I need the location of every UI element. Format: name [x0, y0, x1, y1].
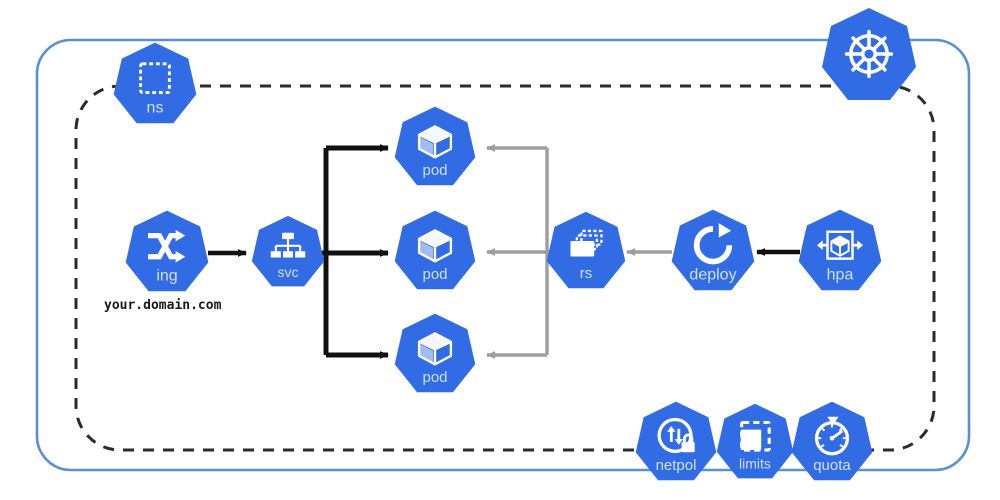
node-ing[interactable]: ing [125, 210, 209, 292]
namespace-boundary [74, 84, 936, 452]
node-quota[interactable]: quota [791, 401, 873, 481]
node-label-pod2: pod [422, 266, 447, 283]
node-label-netpol: netpol [656, 457, 697, 474]
node-label-svc: svc [278, 264, 299, 280]
node-pod3[interactable]: pod [394, 313, 476, 393]
node-rs[interactable]: rs [546, 211, 626, 289]
node-label-rs: rs [580, 265, 593, 282]
node-label-quota: quota [813, 457, 851, 474]
edge-rs-to-pods [486, 144, 552, 359]
node-label-ns: ns [147, 100, 164, 117]
node-label-hpa: hpa [827, 267, 854, 284]
node-limits[interactable]: limits [716, 403, 794, 479]
node-shape-deploy [671, 209, 755, 291]
node-netpol[interactable]: netpol [635, 401, 717, 481]
node-deploy[interactable]: deploy [671, 209, 755, 291]
node-label-limits: limits [739, 456, 771, 472]
node-ns[interactable]: ns [113, 42, 197, 124]
domain-label: your.domain.com [104, 298, 222, 313]
node-shape-quota [791, 401, 873, 481]
node-pod2[interactable]: pod [394, 210, 476, 290]
kubernetes-logo [822, 8, 916, 100]
cluster-boundary [35, 38, 971, 472]
node-label-pod3: pod [422, 369, 447, 386]
node-pod1[interactable]: pod [394, 106, 476, 186]
node-label-deploy: deploy [689, 267, 736, 284]
node-svc[interactable]: svc [251, 215, 325, 287]
node-hpa[interactable]: hpa [798, 209, 882, 291]
node-label-pod1: pod [422, 162, 447, 179]
node-shape-ns [113, 42, 197, 124]
edge-svc-to-pods [322, 144, 389, 359]
node-label-ing: ing [156, 268, 177, 285]
